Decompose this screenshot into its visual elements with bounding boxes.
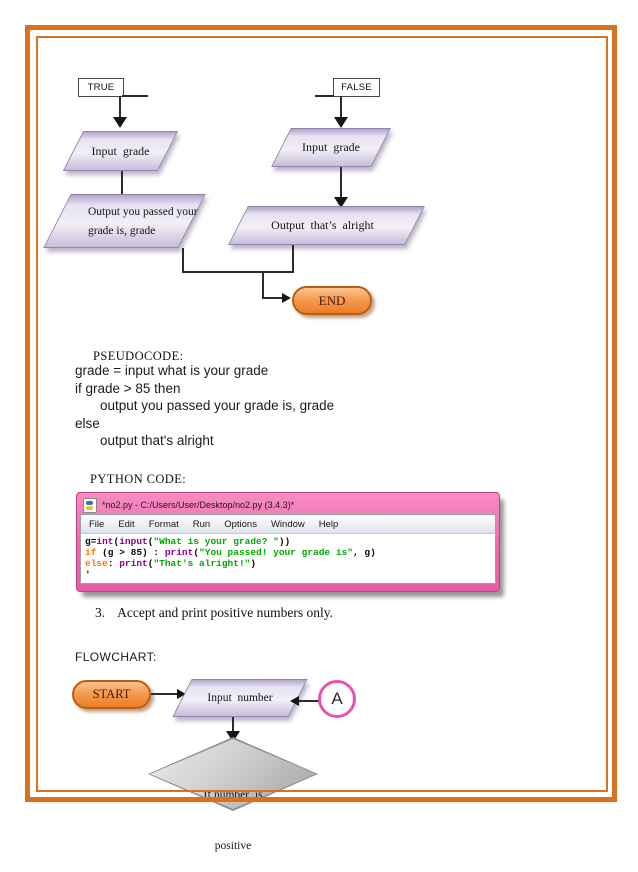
arrow-down-icon [334,197,348,208]
pseudocode-line: output that's alright [100,433,214,448]
menu-edit[interactable]: Edit [118,518,135,530]
connector-line [151,693,179,695]
true-label-box: TRUE [78,78,124,97]
true-label: TRUE [87,82,115,93]
connector-line [298,700,320,702]
false-label-box: FALSE [333,78,380,97]
start-label: START [92,687,131,701]
pseudocode-line: grade = input what is your grade [75,363,269,378]
connector-a: A [318,680,356,718]
menu-help[interactable]: Help [318,518,339,530]
idle-editor-window: *no2.py - C:/Users/User/Desktop/no2.py (… [76,492,500,592]
end-label: END [318,292,346,308]
connector-line [232,717,234,733]
input-number-label: Input number [207,692,273,704]
pseudocode-line: output you passed your grade is, grade [100,398,335,413]
code-line: g=int(input("What is your grade? ")) [85,536,291,547]
start-terminator: START [72,680,151,709]
end-terminator: END [292,286,372,315]
exercise-item-number: 3. [95,605,106,620]
flowchart-heading: FLOWCHART: [75,650,157,664]
exercise-item: 3. Accept and print positive numbers onl… [95,605,333,621]
connector-line [262,297,283,299]
menu-format[interactable]: Format [148,518,179,530]
arrow-right-icon [282,293,291,303]
arrow-left-icon [290,696,299,706]
input-grade-left-label: Input grade [91,143,150,158]
code-editor-area[interactable]: g=int(input("What is your grade? "))if (… [81,534,495,583]
python-code-heading: PYTHON CODE: [90,472,187,486]
window-titlebar[interactable]: *no2.py - C:/Users/User/Desktop/no2.py (… [80,496,496,514]
connector-line [292,245,294,272]
decision-positive-label: If number is positive [148,753,318,872]
window-title: *no2.py - C:/Users/User/Desktop/no2.py (… [102,500,295,510]
connector-line [340,167,342,198]
code-line: else: print("That's alright!") [85,558,257,569]
pseudocode-line: else [75,415,100,431]
arrow-right-icon [177,689,186,699]
menu-window[interactable]: Window [270,518,305,530]
output-passed-line2: grade is, grade [88,225,156,237]
input-grade-right-label: Input grade [302,140,360,154]
connector-line [121,171,123,209]
python-file-icon [83,497,97,513]
code-line: ' [85,569,91,580]
pseudocode-heading: PSEUDOCODE: [93,349,184,363]
connector-line [262,271,264,298]
connector-line [340,96,342,118]
menu-options[interactable]: Options [224,518,257,530]
decision-line1: If number is [203,789,263,801]
output-passed-label: Output you passed your grade is, grade [88,203,218,241]
exercise-item-text: Accept and print positive numbers only. [117,605,333,620]
arrow-down-icon [334,117,348,128]
menu-bar: File Edit Format Run Options Window Help [81,515,495,534]
code-line: if (g > 85) : print("You passed! your gr… [85,547,376,558]
connector-line [122,95,148,97]
connector-line [182,248,184,272]
output-passed-line1: Output you passed your [88,206,198,218]
pseudocode-block: grade = input what is your grade if grad… [75,362,334,450]
decision-line2: positive [214,840,252,852]
menu-run[interactable]: Run [192,518,211,530]
menu-file[interactable]: File [89,518,105,530]
output-alright-label: Output that’s alright [271,218,374,232]
connector-a-label: A [331,689,343,708]
false-label: FALSE [341,82,372,93]
connector-line [315,95,334,97]
editor-body: File Edit Format Run Options Window Help g=int… [80,514,496,584]
pseudocode-line: if grade > 85 then [75,380,181,396]
arrow-down-icon [226,731,240,742]
connector-line [182,271,294,273]
arrow-down-icon [113,117,127,128]
connector-line [119,96,121,118]
